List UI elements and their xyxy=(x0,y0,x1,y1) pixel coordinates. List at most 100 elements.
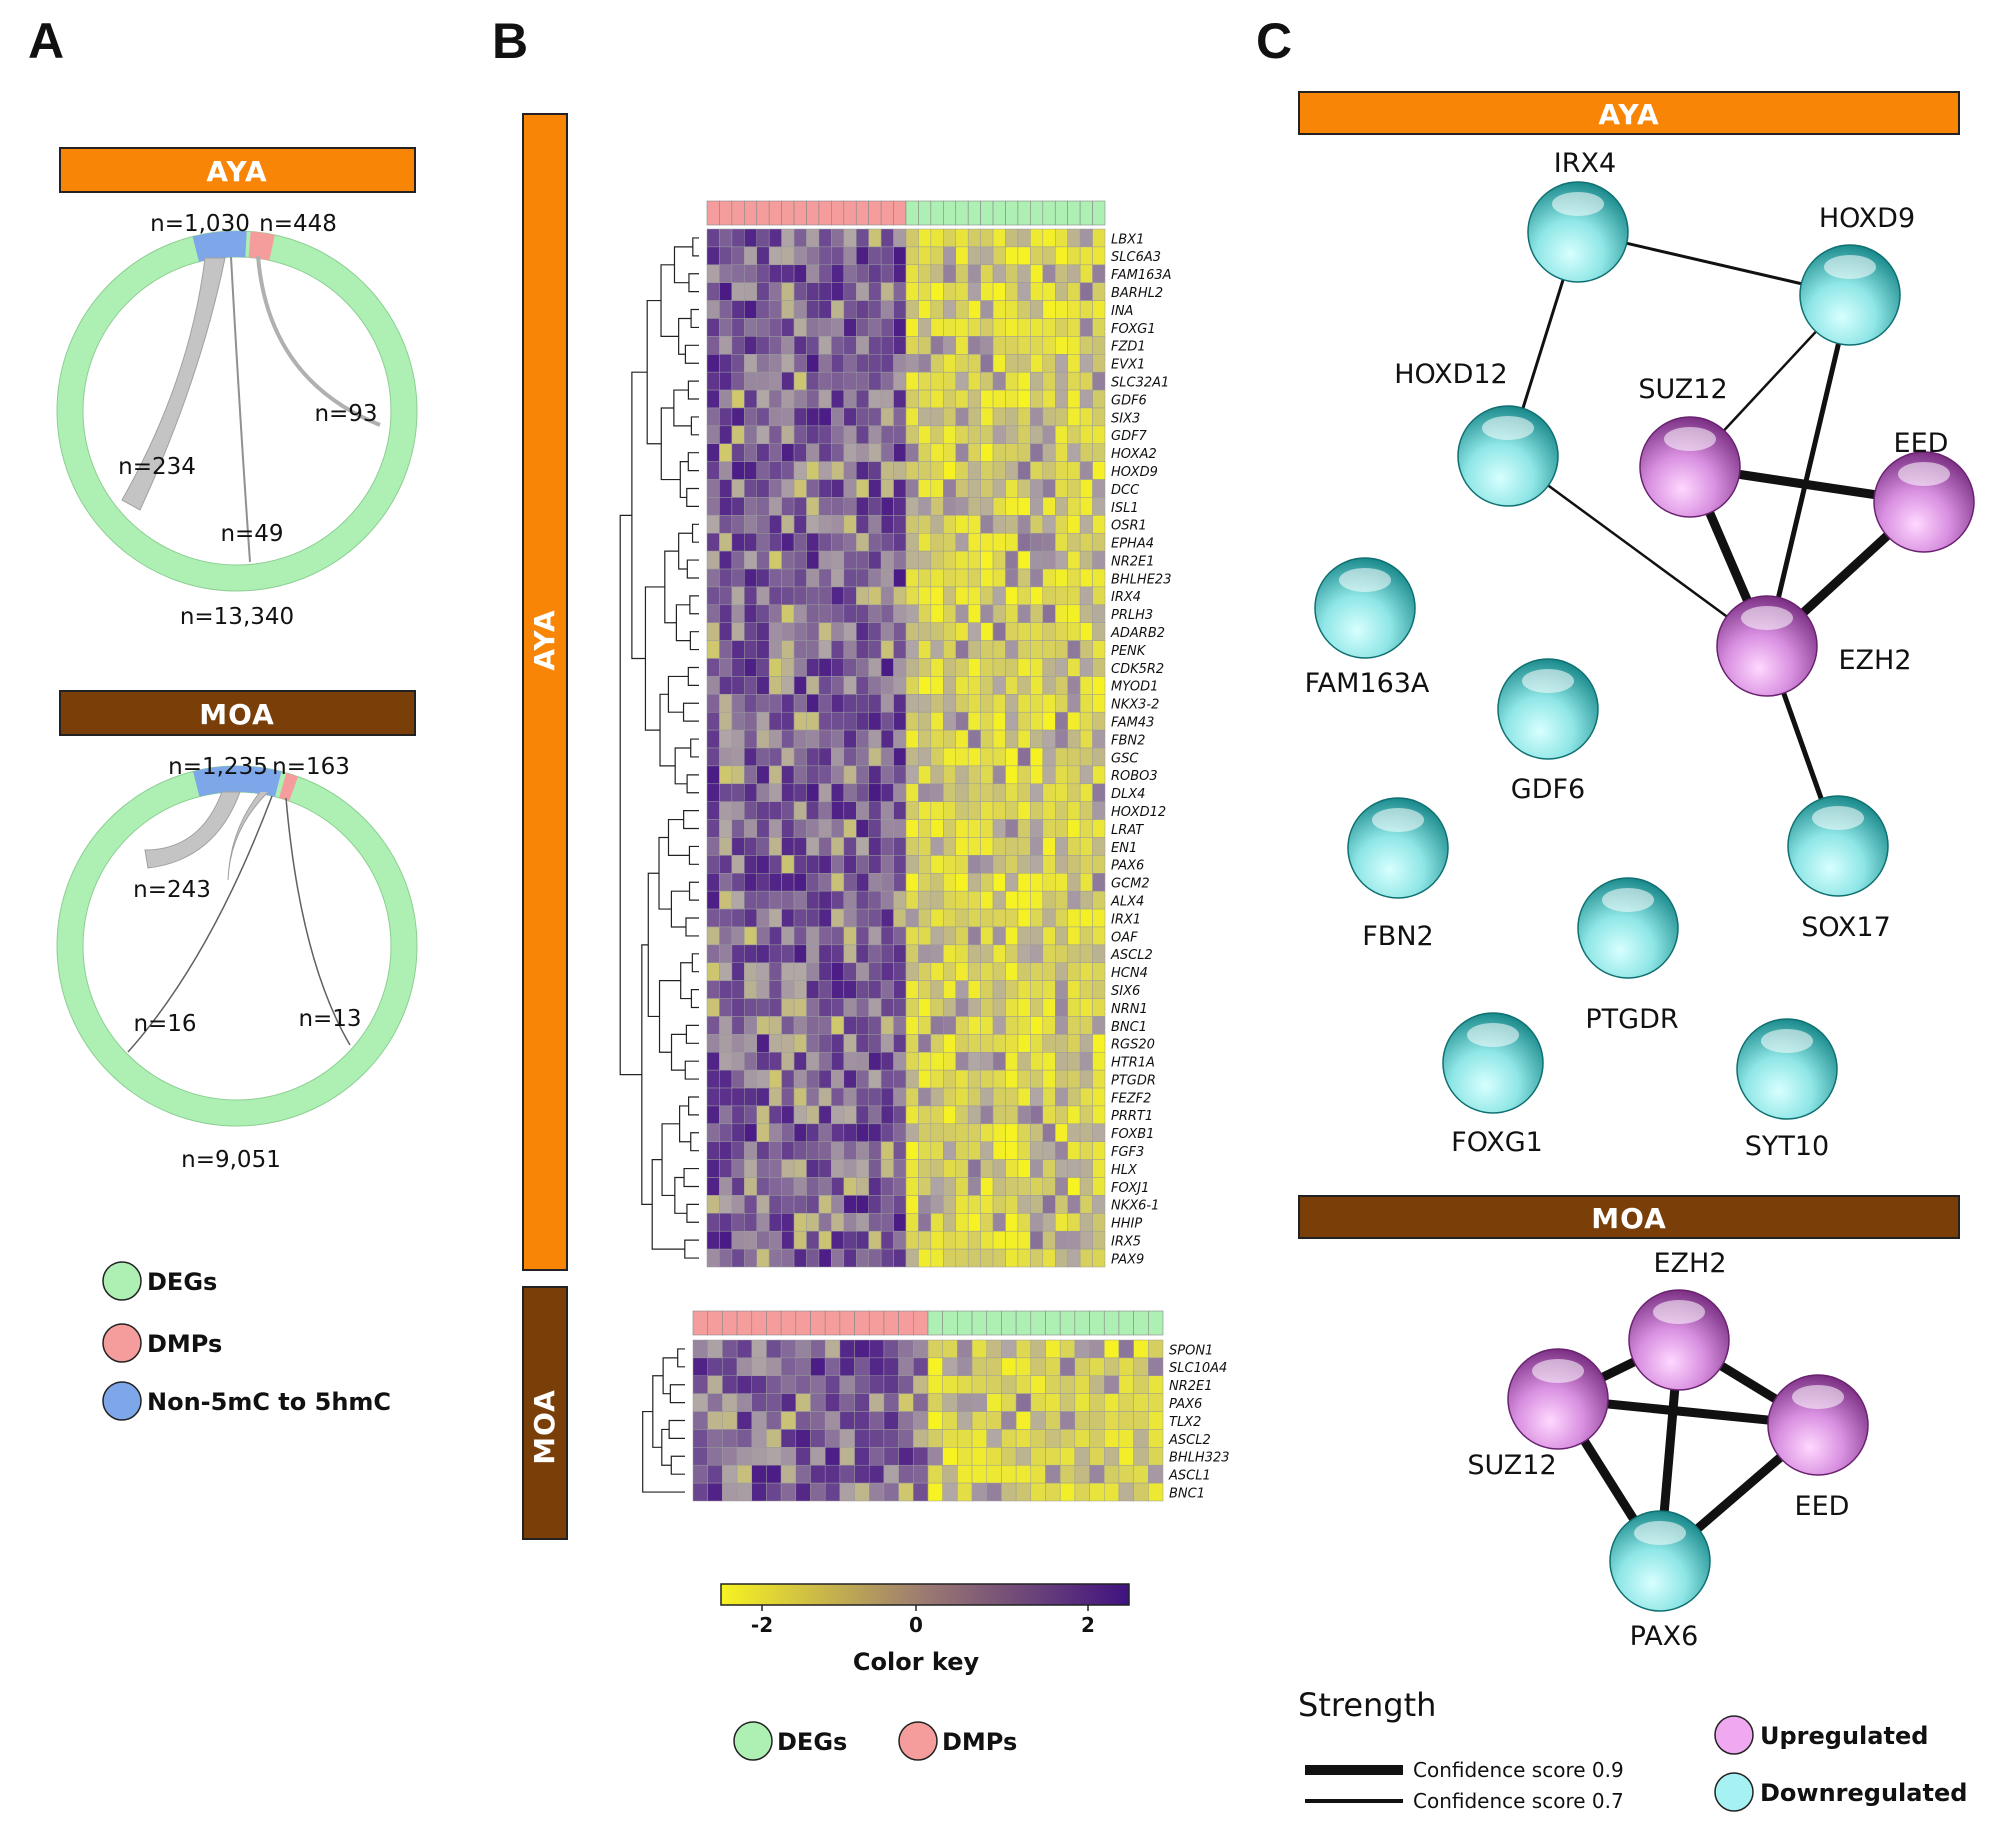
heatmap-cell xyxy=(868,873,882,892)
heatmap-cell xyxy=(1005,371,1019,391)
heatmap-cell xyxy=(1005,819,1019,838)
heatmap-cell xyxy=(880,1051,894,1071)
heatmap-cell xyxy=(967,729,981,749)
gene-label: FOXG1 xyxy=(1111,322,1156,337)
heatmap-cell xyxy=(781,568,795,588)
heatmap-cell xyxy=(768,318,782,337)
heatmap-cell xyxy=(744,443,757,462)
heatmap-cell xyxy=(868,837,882,856)
heatmap-cell xyxy=(918,246,932,266)
heatmap-cell xyxy=(843,532,857,552)
heatmap-cell xyxy=(1059,1464,1076,1484)
gene-label: ADARB2 xyxy=(1110,626,1165,641)
heatmap-cell xyxy=(880,873,894,892)
heatmap-cell xyxy=(806,497,820,516)
heatmap-cell xyxy=(756,962,770,981)
heatmap-cell xyxy=(1005,801,1019,820)
heatmap-cell xyxy=(893,962,907,981)
heatmap-cell xyxy=(719,658,733,677)
heatmap-cell xyxy=(793,926,807,946)
heatmap-cell xyxy=(967,890,981,910)
heatmap-cell xyxy=(1092,282,1106,301)
heatmap-cell xyxy=(706,264,720,283)
heatmap-cell xyxy=(843,371,857,391)
heatmap-cell xyxy=(731,604,745,623)
heatmap-cell xyxy=(806,944,820,964)
heatmap-cell xyxy=(1055,354,1068,373)
heatmap-cell xyxy=(1005,1123,1019,1142)
heatmap-cell xyxy=(1030,944,1044,964)
heatmap-cell xyxy=(905,1159,919,1178)
heatmap-cell xyxy=(943,264,956,283)
heatmap-cell xyxy=(893,604,907,623)
heatmap-cell xyxy=(706,228,720,248)
heatmap-cell xyxy=(706,532,720,552)
heatmap-cell xyxy=(806,1213,820,1232)
heatmap-cell xyxy=(1079,694,1093,713)
label-suz12: SUZ12 xyxy=(1638,374,1727,405)
aya-link-93 xyxy=(256,255,381,427)
heatmap-cell xyxy=(893,1051,907,1071)
heatmap-cell xyxy=(1055,729,1068,749)
heatmap-cell xyxy=(868,246,882,266)
heatmap-cell xyxy=(768,908,782,928)
legend-b-degs-swatch xyxy=(733,1721,773,1761)
annotation-cell xyxy=(795,1310,811,1336)
heatmap-cell xyxy=(1005,1177,1019,1196)
heatmap-cell xyxy=(831,1123,845,1142)
annotation-cell xyxy=(744,200,758,226)
annotation-cell xyxy=(943,200,957,226)
heatmap-cell xyxy=(943,908,956,928)
heatmap-cell xyxy=(831,246,845,266)
heatmap-cell xyxy=(980,1016,994,1035)
heatmap-cell xyxy=(731,532,745,552)
heatmap-cell xyxy=(818,1016,832,1035)
heatmap-cell xyxy=(780,1357,797,1377)
heatmap-cell xyxy=(905,622,919,641)
heatmap-cell xyxy=(793,640,807,659)
heatmap-cell xyxy=(793,694,807,713)
heatmap-cell xyxy=(806,389,820,409)
gene-label: OAF xyxy=(1111,930,1138,945)
heatmap-cell xyxy=(930,1034,944,1053)
heatmap-cell xyxy=(692,1411,708,1430)
heatmap-cell xyxy=(967,783,981,802)
heatmap-cell xyxy=(918,962,932,981)
heatmap-cell xyxy=(992,461,1006,480)
heatmap-cell xyxy=(744,336,757,355)
gene-label: PRLH3 xyxy=(1111,608,1153,623)
heatmap-cell xyxy=(1015,1464,1032,1484)
heatmap-cell xyxy=(992,371,1006,391)
heatmap-cell xyxy=(967,1105,981,1125)
heatmap-cell xyxy=(818,1177,832,1196)
heatmap-cell xyxy=(744,1248,757,1268)
heatmap-cell xyxy=(843,586,857,606)
heatmap-cell xyxy=(880,264,894,283)
heatmap-cell xyxy=(706,873,720,892)
heatmap-cell xyxy=(955,711,969,731)
heatmap-cell xyxy=(780,1375,797,1394)
heatmap-cell xyxy=(955,532,969,552)
heatmap-cell xyxy=(1092,1069,1106,1089)
heatmap-cell xyxy=(1005,443,1019,462)
heatmap-cell xyxy=(943,711,956,731)
heatmap-cell xyxy=(781,336,795,355)
label-sox17: SOX17 xyxy=(1801,912,1891,943)
heatmap-cell xyxy=(1079,747,1093,767)
heatmap-cell xyxy=(831,1230,845,1250)
heatmap-cell xyxy=(781,354,795,373)
heatmap-cell xyxy=(880,1087,894,1107)
heatmap-cell xyxy=(893,1034,907,1053)
heatmap-cell xyxy=(806,622,820,641)
heatmap-cell xyxy=(793,1016,807,1035)
heatmap-cell xyxy=(1030,1069,1044,1089)
heatmap-cell xyxy=(1017,747,1031,767)
heatmap-cell xyxy=(744,873,757,892)
heatmap-cell xyxy=(751,1482,767,1502)
heatmap-cell xyxy=(793,389,807,409)
heatmap-cell xyxy=(768,873,782,892)
gene-label: SPON1 xyxy=(1169,1343,1213,1358)
annotation-cell xyxy=(719,200,733,226)
heatmap-cell xyxy=(806,1141,820,1160)
heatmap-cell xyxy=(824,1375,841,1394)
